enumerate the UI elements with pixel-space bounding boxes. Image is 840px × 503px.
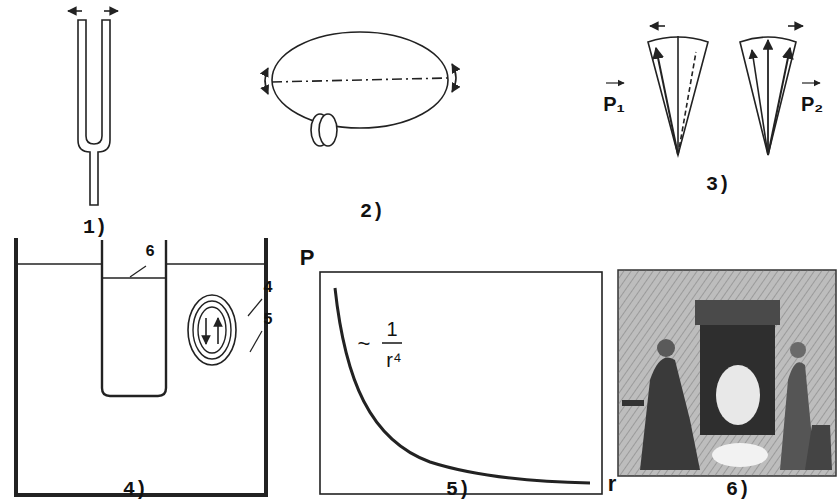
vessel-experiment xyxy=(16,238,266,495)
callout-number: 4 xyxy=(263,280,273,296)
axis-label: r xyxy=(608,473,617,495)
proportional-sign: ~ xyxy=(358,333,371,355)
panel-number: 1) xyxy=(83,218,107,238)
panel-number: 6) xyxy=(726,480,750,500)
pressure-graph xyxy=(320,272,602,494)
axis-label: P xyxy=(300,247,315,269)
vibrating-ring xyxy=(265,32,456,146)
fraction-denominator: r⁴ xyxy=(386,350,401,370)
vector-label: P₁ xyxy=(603,94,625,114)
engraving-picture xyxy=(618,270,836,476)
callout-number: 6 xyxy=(145,244,155,260)
panel-number: 5) xyxy=(446,480,470,500)
panel-number: 2) xyxy=(360,202,384,222)
pendulum-cones xyxy=(606,26,820,155)
tuning-fork xyxy=(68,11,118,205)
vector-label: P₂ xyxy=(801,94,823,114)
panel-number: 4) xyxy=(123,480,147,500)
callout-number: 5 xyxy=(263,312,273,328)
fraction-numerator: 1 xyxy=(386,319,397,339)
panel-number: 3) xyxy=(706,175,730,195)
